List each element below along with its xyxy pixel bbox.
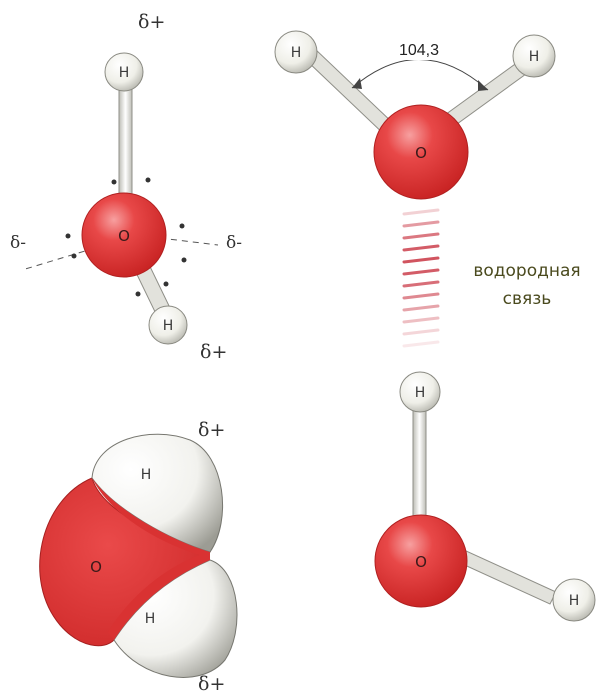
lone-pair-dash-left	[21, 247, 96, 271]
hydrogen-bond-label-line1: водородная	[473, 261, 580, 281]
bond-angle-value: 104,3	[399, 42, 439, 59]
hydrogen-label-bottom: H	[145, 611, 156, 627]
bond-angle-model: 104,3 O H H	[274, 30, 556, 200]
partial-charge-plus-top: δ+	[198, 419, 225, 441]
hydrogen-atom-right	[512, 34, 556, 78]
hydrogen-bond-indicator: водородная связь	[402, 208, 581, 348]
hydrogen-label-left: H	[291, 45, 302, 61]
angle-arrow-right	[478, 80, 488, 91]
bond-oh-right	[457, 549, 557, 605]
hydrogen-label-right: H	[529, 49, 540, 65]
hydrogen-atom-top	[399, 371, 441, 413]
partial-charge-minus-left: δ-	[10, 233, 26, 253]
oxygen-atom	[373, 104, 469, 200]
oxygen-atom	[374, 514, 468, 608]
hydrogen-atom-left	[274, 30, 318, 74]
partial-charge-minus-right: δ-	[226, 233, 242, 253]
bond-oh-top	[412, 409, 427, 523]
partial-charge-plus-bottom: δ+	[198, 673, 225, 695]
hydrogen-region-bottom	[113, 559, 238, 678]
angle-label-bg	[390, 38, 448, 60]
lone-pair-dash-right	[159, 237, 219, 246]
oxygen-label: O	[415, 144, 427, 162]
bond-oh-top	[118, 87, 133, 201]
space-filling-model: O H H δ+ δ+	[39, 419, 238, 695]
oxygen-band	[92, 478, 210, 640]
hydrogen-label-top: H	[415, 385, 426, 401]
hydrogen-atom-right	[552, 578, 596, 622]
hydrogen-bond-label-line2: связь	[503, 289, 552, 309]
partial-charge-plus-top: δ+	[138, 11, 165, 33]
angle-arrow-left	[352, 78, 362, 89]
lone-pair-electrons	[65, 177, 187, 297]
hydrogen-label-bottom: H	[163, 318, 174, 334]
hydrogen-label-top: H	[119, 65, 130, 81]
oxygen-label: O	[118, 227, 130, 245]
oxygen-label: O	[90, 558, 102, 576]
hydrogen-bond-stripes	[402, 208, 440, 348]
bond-angle-arc	[351, 59, 489, 91]
hydrogen-atom-bottom	[148, 305, 188, 345]
ball-stick-model-with-charges: O H H δ+ δ- δ- δ+	[10, 11, 242, 363]
hydrogen-label-top: H	[141, 467, 152, 483]
oxygen-label: O	[415, 553, 427, 571]
oxygen-atom	[81, 192, 167, 278]
hydrogen-label-right: H	[569, 593, 580, 609]
hydrogen-atom-top	[104, 52, 144, 92]
second-water-molecule: O H H	[374, 371, 596, 622]
partial-charge-plus-bottom: δ+	[200, 341, 227, 363]
